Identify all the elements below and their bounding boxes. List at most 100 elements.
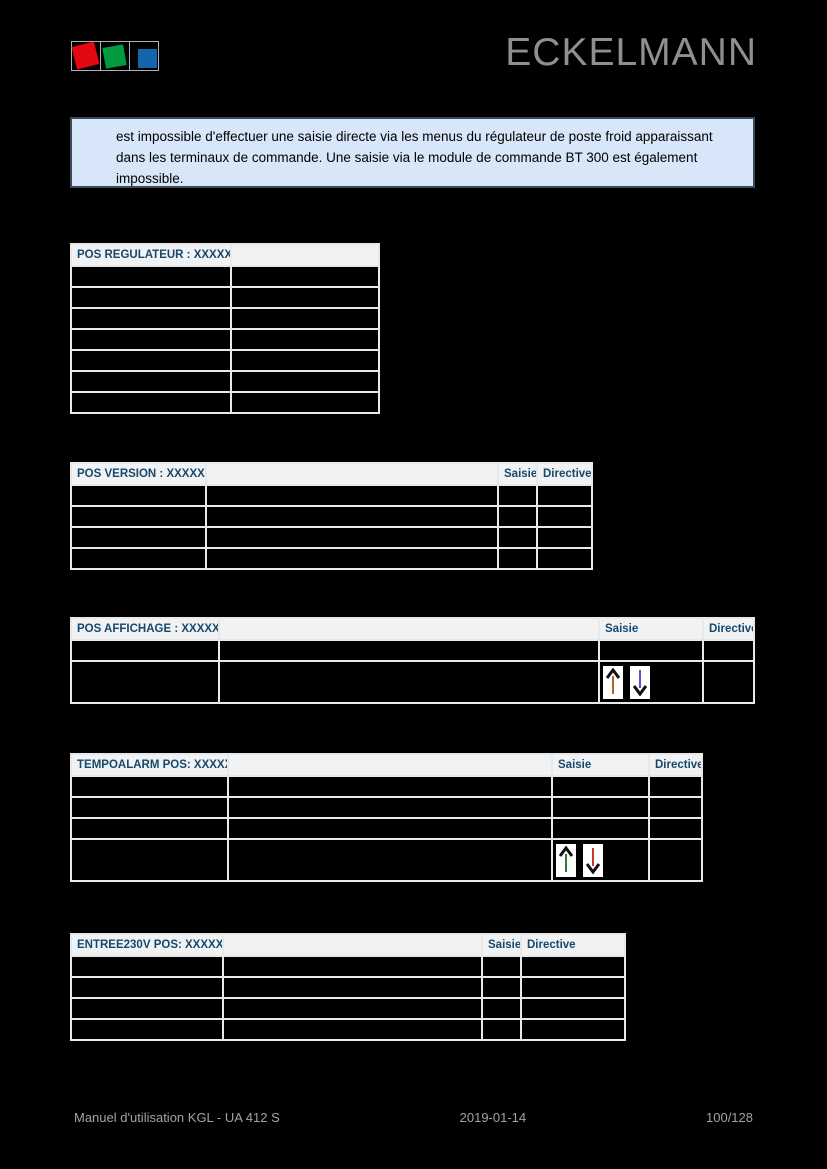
table-header-empty: [232, 245, 378, 265]
table-title: ENTREE230V POS: XXXXX: [72, 935, 222, 955]
table-pos-affichage: POS AFFICHAGE : XXXXX Saisie Directive: [70, 617, 755, 704]
column-header-saisie: Saisie: [553, 755, 648, 775]
table-cell: [72, 1020, 222, 1039]
table-cell: [207, 549, 497, 568]
column-header-directive: Directive: [538, 464, 591, 484]
table-cell: [483, 1020, 520, 1039]
table-cell: [72, 957, 222, 976]
table-title: TEMPOALARM POS: XXXXX: [72, 755, 227, 775]
table-cell: [499, 549, 536, 568]
table-header-empty: [220, 619, 598, 639]
table-cell: [232, 267, 378, 286]
column-header-saisie: Saisie: [499, 464, 536, 484]
brand-wordmark: ECKELMANN: [505, 31, 757, 74]
table-cell: [650, 798, 701, 817]
table-cell: [72, 507, 205, 526]
table-cell: [232, 288, 378, 307]
page-footer: Manuel d'utilisation KGL - UA 412 S 2019…: [74, 1110, 753, 1125]
table-pos-version: POS VERSION : XXXXX Saisie Directive: [70, 462, 593, 570]
table-cell: [499, 507, 536, 526]
table-cell: [72, 351, 230, 370]
saisie-arrow-keys-cell: [600, 662, 702, 702]
table-cell: [220, 662, 598, 702]
table-cell: [483, 978, 520, 997]
table-cell: [232, 351, 378, 370]
table-cell: [553, 798, 648, 817]
table-cell: [72, 662, 218, 702]
column-header-directive: Directive: [522, 935, 624, 955]
table-pos-regulateur: POS REGULATEUR : XXXXX: [70, 243, 380, 414]
table-header-empty: [207, 464, 497, 484]
table-cell: [207, 507, 497, 526]
table-cell: [522, 957, 624, 976]
logo-cell-green: [101, 42, 130, 70]
column-header-saisie: Saisie: [600, 619, 702, 639]
table-cell: [650, 819, 701, 838]
table-cell: [72, 549, 205, 568]
table-title: POS REGULATEUR : XXXXX: [72, 245, 230, 265]
table-cell: [704, 662, 753, 702]
table-entree230v: ENTREE230V POS: XXXXX Saisie Directive: [70, 933, 626, 1041]
table-cell: [232, 372, 378, 391]
table-cell: [232, 309, 378, 328]
table-cell: [499, 528, 536, 547]
table-cell: [72, 288, 230, 307]
table-cell: [72, 840, 227, 880]
table-cell: [522, 978, 624, 997]
blue-square-icon: [138, 49, 157, 68]
table-cell: [232, 330, 378, 349]
table-cell: [72, 528, 205, 547]
table-header-empty: [224, 935, 481, 955]
table-cell: [229, 777, 551, 796]
table-cell: [538, 486, 591, 505]
footer-document-title: Manuel d'utilisation KGL - UA 412 S: [74, 1110, 280, 1125]
table-title: POS AFFICHAGE : XXXXX: [72, 619, 218, 639]
table-cell: [522, 1020, 624, 1039]
table-cell: [72, 978, 222, 997]
table-header-empty: [229, 755, 551, 775]
down-arrow-key-icon[interactable]: [583, 843, 603, 877]
notice-box: est impossible d'effectuer une saisie di…: [70, 117, 755, 188]
table-cell: [650, 840, 701, 880]
table-cell: [72, 309, 230, 328]
table-cell: [224, 1020, 481, 1039]
red-square-icon: [71, 41, 100, 70]
table-cell: [538, 549, 591, 568]
table-cell: [483, 999, 520, 1018]
table-cell: [72, 777, 227, 796]
notice-text: est impossible d'effectuer une saisie di…: [116, 129, 713, 186]
table-cell: [229, 819, 551, 838]
table-cell: [650, 777, 701, 796]
up-arrow-key-icon[interactable]: [603, 665, 623, 699]
eckelmann-logo: [71, 41, 159, 71]
column-header-saisie: Saisie: [483, 935, 520, 955]
footer-date: 2019-01-14: [459, 1110, 527, 1125]
table-cell: [207, 486, 497, 505]
table-cell: [72, 393, 230, 412]
table-cell: [538, 528, 591, 547]
table-cell: [553, 777, 648, 796]
table-cell: [229, 840, 551, 880]
table-cell: [224, 957, 481, 976]
logo-cell-blue: [130, 42, 158, 70]
table-cell: [72, 819, 227, 838]
table-cell: [483, 957, 520, 976]
table-cell: [232, 393, 378, 412]
table-title: POS VERSION : XXXXX: [72, 464, 205, 484]
column-header-directive: Directive: [650, 755, 701, 775]
table-cell: [499, 486, 536, 505]
column-header-directive: Directive: [704, 619, 753, 639]
table-cell: [229, 798, 551, 817]
up-arrow-key-icon[interactable]: [556, 843, 576, 877]
table-cell: [72, 798, 227, 817]
table-cell: [72, 486, 205, 505]
table-cell: [538, 507, 591, 526]
table-cell: [522, 999, 624, 1018]
down-arrow-key-icon[interactable]: [630, 665, 650, 699]
green-square-icon: [102, 44, 127, 69]
table-cell: [224, 999, 481, 1018]
footer-page-number: 100/128: [706, 1110, 753, 1125]
table-cell: [72, 641, 218, 660]
table-cell: [72, 267, 230, 286]
